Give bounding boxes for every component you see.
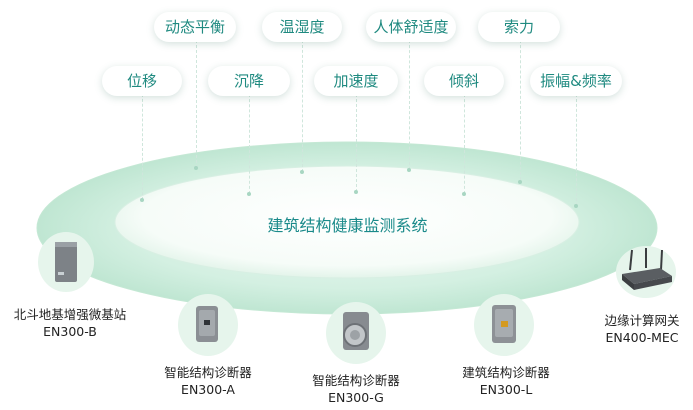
param-acceleration: 加速度 <box>314 66 398 96</box>
connector-line <box>520 40 521 180</box>
device-model: EN300-L <box>479 382 533 397</box>
connector-dot <box>407 168 411 172</box>
device-name: 建筑结构诊断器 <box>462 365 550 380</box>
connector-line <box>576 94 577 206</box>
device-name: 北斗地基增强微基站 <box>13 307 127 322</box>
device-model: EN400-MEC <box>605 330 679 345</box>
connector-dot <box>300 170 304 174</box>
structure-diagnostor-a-icon <box>178 294 238 360</box>
edge-gateway-icon <box>614 244 678 304</box>
connector-line <box>464 94 465 194</box>
device-name: 智能结构诊断器 <box>312 373 400 388</box>
system-title: 建筑结构健康监测系统 <box>267 216 428 235</box>
connector-dot <box>462 192 466 196</box>
device-label-en300-l: 建筑结构诊断器 EN300-L <box>448 364 564 398</box>
param-displacement: 位移 <box>102 66 182 96</box>
connector-line <box>142 94 143 200</box>
connector-dot <box>574 204 578 208</box>
connector-dot <box>518 180 522 184</box>
device-label-en300-a: 智能结构诊断器 EN300-A <box>150 364 266 398</box>
connector-dot <box>194 166 198 170</box>
param-temp-humidity: 温湿度 <box>262 12 342 42</box>
param-tilt: 倾斜 <box>424 66 504 96</box>
structure-diagnostor-g-icon <box>326 302 386 368</box>
param-comfort: 人体舒适度 <box>366 12 456 42</box>
device-model: EN300-A <box>181 382 235 397</box>
connector-dot <box>354 190 358 194</box>
param-cable-force: 索力 <box>478 12 560 42</box>
param-dynamic-balance: 动态平衡 <box>154 12 236 42</box>
device-label-en300-g: 智能结构诊断器 EN300-G <box>298 372 414 406</box>
connector-dot <box>247 192 251 196</box>
param-settlement: 沉降 <box>208 66 290 96</box>
connector-line <box>302 40 303 172</box>
device-name: 智能结构诊断器 <box>164 365 252 380</box>
connector-line <box>196 40 197 168</box>
connector-line <box>249 94 250 194</box>
param-amplitude-frequency: 振幅&频率 <box>530 66 622 96</box>
device-label-en400-mec: 边缘计算网关 EN400-MEC <box>594 312 690 346</box>
connector-dot <box>140 198 144 202</box>
device-model: EN300-G <box>328 390 384 405</box>
device-name: 边缘计算网关 <box>604 313 680 328</box>
connector-line <box>356 94 357 192</box>
device-model: EN300-B <box>43 324 97 339</box>
building-diagnostor-l-icon <box>474 294 534 360</box>
connector-line <box>409 40 410 170</box>
base-station-device-icon <box>38 232 94 296</box>
device-label-en300-b: 北斗地基增强微基站 EN300-B <box>0 306 140 340</box>
